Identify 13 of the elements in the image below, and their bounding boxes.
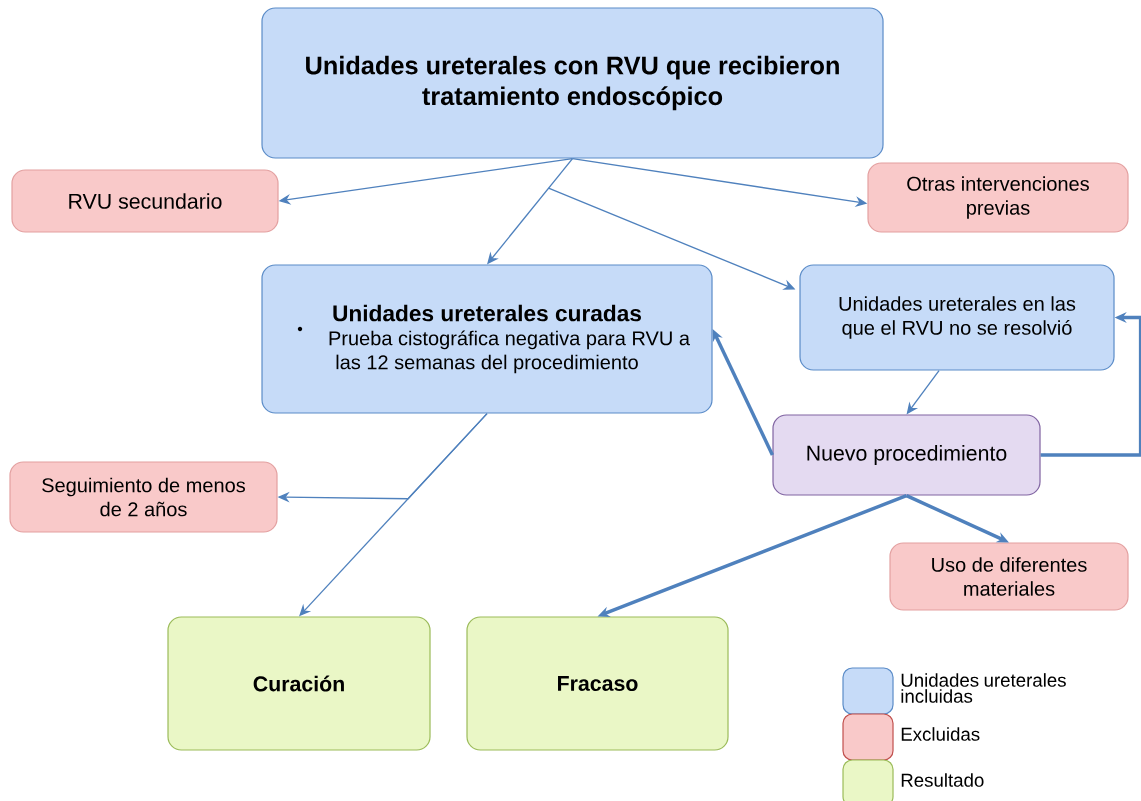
result-box: Fracaso — [466, 616, 729, 751]
process-box: Nuevo procedimiento — [772, 414, 1041, 496]
process-box: Unidades ureterales curadas Prueba cistográfica negativa para RVU a las 12 semanas del procedimiento — [261, 264, 713, 414]
exclusion-box: Otras intervenciones previas — [867, 162, 1129, 233]
exclusion-box: Seguimiento de menos de 2 años — [9, 461, 278, 533]
legend-label: Excluidas — [901, 727, 980, 741]
result-box: Curación — [167, 616, 431, 751]
process-box: Unidades ureterales en las que el RVU no se resolvió — [799, 264, 1115, 371]
exclusion-box: Uso de diferentes materiales — [889, 542, 1129, 611]
exclusion-box: RVU secundario — [11, 169, 279, 233]
legend-label: Resultado — [901, 773, 984, 787]
process-box: Unidades ureterales con RVU que recibieron tratamiento endoscópico — [261, 7, 884, 159]
legend-label: Unidades ureterales incluidas — [901, 673, 1066, 703]
